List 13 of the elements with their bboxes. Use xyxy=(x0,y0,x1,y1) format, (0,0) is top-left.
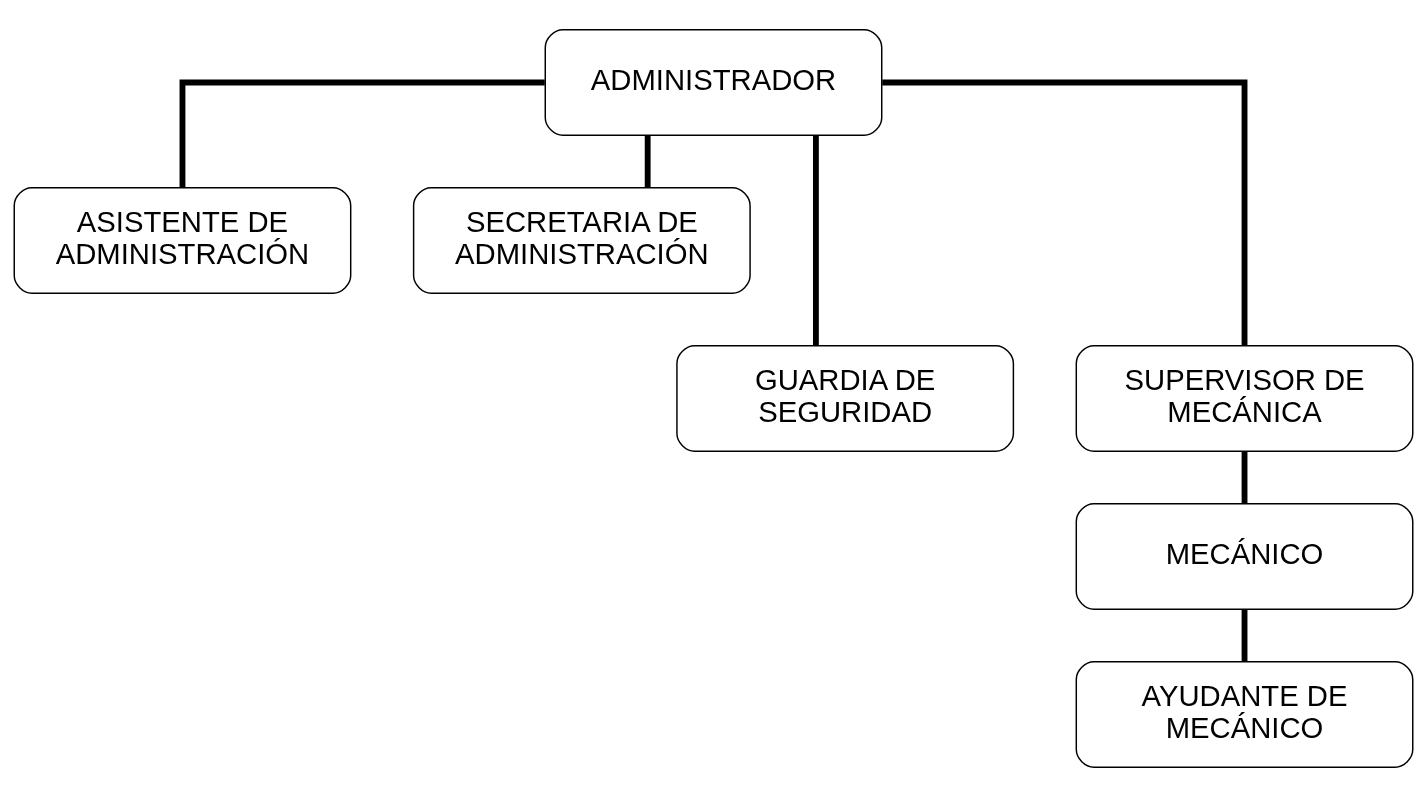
connector xyxy=(882,79,1248,346)
node-box: AYUDANTE DE MECÁNICO xyxy=(1075,661,1414,768)
connector xyxy=(812,135,819,346)
node-box: GUARDIA DE SEGURIDAD xyxy=(676,345,1015,452)
connector xyxy=(1241,609,1248,662)
node-box: SUPERVISOR DE MECÁNICA xyxy=(1075,345,1414,452)
node-box: SECRETARIA DE ADMINISTRACIÓN xyxy=(412,187,751,294)
connector xyxy=(1241,451,1248,504)
node-box: ASISTENTE DE ADMINISTRACIÓN xyxy=(13,187,352,294)
connector xyxy=(644,135,651,188)
node-box: ADMINISTRADOR xyxy=(544,29,883,136)
connector xyxy=(179,79,545,188)
node-box: MECÁNICO xyxy=(1075,503,1414,610)
